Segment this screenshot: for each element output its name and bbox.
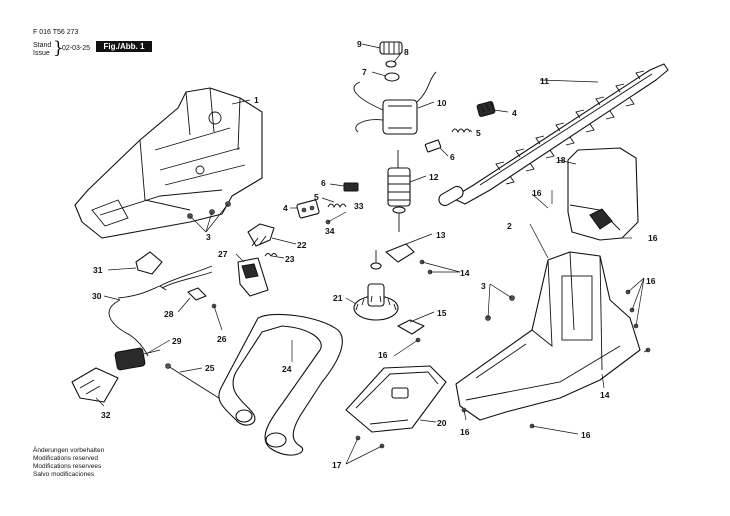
callout-1: 1 bbox=[254, 95, 259, 105]
switch-part bbox=[237, 257, 269, 297]
spring-23 bbox=[264, 253, 278, 257]
callout-24: 24 bbox=[282, 364, 292, 374]
callout-8: 8 bbox=[404, 47, 409, 57]
clip-part bbox=[397, 319, 425, 335]
callout-31: 31 bbox=[93, 265, 103, 275]
callout-10: 10 bbox=[437, 98, 447, 108]
connector-part bbox=[114, 347, 161, 371]
callout-7: 7 bbox=[362, 67, 367, 77]
callout-16-right: 16 bbox=[646, 276, 656, 286]
screw-25 bbox=[167, 365, 223, 401]
note-de: Änderungen vorbehalten bbox=[33, 447, 105, 454]
callout-5-lower: 5 bbox=[314, 192, 319, 202]
figure-label: Fig./Abb. 1 bbox=[96, 41, 152, 52]
callout-9: 9 bbox=[357, 39, 362, 49]
callout-26: 26 bbox=[217, 334, 227, 344]
callout-16-center: 16 bbox=[378, 350, 388, 360]
callout-34: 34 bbox=[325, 226, 335, 236]
callout-14-right: 14 bbox=[600, 390, 610, 400]
callout-29: 29 bbox=[172, 336, 182, 346]
callout-16-cover: 16 bbox=[532, 188, 542, 198]
spacer-part bbox=[384, 72, 400, 82]
callout-3-left: 3 bbox=[206, 232, 211, 242]
callout-32: 32 bbox=[101, 410, 111, 420]
blade-part bbox=[438, 63, 669, 207]
note-es: Salvo modificaciones bbox=[33, 471, 95, 478]
handle-part bbox=[218, 313, 343, 456]
spring-upper bbox=[451, 128, 471, 134]
gear-wheel-part bbox=[353, 283, 399, 321]
callout-20: 20 bbox=[437, 418, 447, 428]
capacitor-part bbox=[135, 251, 163, 275]
callout-4-upper: 4 bbox=[512, 108, 517, 118]
housing-left-part bbox=[74, 87, 263, 239]
lower-cover-part bbox=[345, 365, 447, 433]
note-en: Modifications reserved bbox=[33, 455, 99, 462]
cable-clamp-part bbox=[187, 287, 217, 309]
plug-part bbox=[71, 367, 119, 403]
callout-23: 23 bbox=[285, 254, 295, 264]
note-fr: Modifications reservees bbox=[33, 463, 102, 470]
callout-14-center: 14 bbox=[460, 268, 470, 278]
leader-lines bbox=[95, 43, 649, 465]
cable-part bbox=[108, 265, 213, 357]
callout-21: 21 bbox=[333, 293, 343, 303]
callout-labels: 1 2 3 3 4 4 5 5 6 6 7 8 9 10 11 12 13 14… bbox=[92, 39, 658, 470]
callout-13: 13 bbox=[436, 230, 446, 240]
callout-33: 33 bbox=[354, 201, 364, 211]
housing-right-part bbox=[455, 251, 641, 421]
callout-16-bottom-left: 16 bbox=[460, 427, 470, 437]
field-coil-part bbox=[353, 71, 437, 135]
callout-6-upper: 6 bbox=[450, 152, 455, 162]
callout-4-lower: 4 bbox=[283, 203, 288, 213]
cover-plate-part bbox=[567, 147, 639, 241]
callout-6-lower: 6 bbox=[321, 178, 326, 188]
brace: } bbox=[53, 38, 64, 58]
armature-part bbox=[387, 150, 411, 232]
callout-12: 12 bbox=[429, 172, 439, 182]
callout-2: 2 bbox=[507, 221, 512, 231]
callout-28: 28 bbox=[164, 309, 174, 319]
callout-25: 25 bbox=[205, 363, 215, 373]
brush-upper bbox=[424, 139, 442, 153]
callout-27: 27 bbox=[218, 249, 228, 259]
switch-block-upper bbox=[476, 101, 496, 117]
callout-3-right: 3 bbox=[481, 281, 486, 291]
screw-25-head bbox=[165, 363, 171, 369]
callout-30: 30 bbox=[92, 291, 102, 301]
callout-22: 22 bbox=[297, 240, 307, 250]
washer-part bbox=[385, 60, 397, 68]
issue-date: 02-03-25 bbox=[62, 45, 91, 52]
trigger-part bbox=[247, 223, 275, 247]
eccentric-part bbox=[370, 243, 415, 270]
callout-17: 17 bbox=[332, 460, 342, 470]
gear-part bbox=[379, 41, 403, 55]
spring-lower bbox=[327, 203, 347, 209]
callout-11: 11 bbox=[540, 76, 549, 86]
part-code: F 016 T56 273 bbox=[33, 29, 79, 36]
callout-16-cover-right: 16 bbox=[648, 233, 658, 243]
callout-18: 18 bbox=[556, 155, 566, 165]
callout-15: 15 bbox=[437, 308, 447, 318]
switch-block-lower bbox=[296, 199, 320, 219]
callout-16-bottom-right: 16 bbox=[581, 430, 591, 440]
brush-lower bbox=[343, 182, 359, 192]
issue-label: Issue bbox=[33, 50, 50, 57]
modification-notes: Änderungen vorbehalten Modifications res… bbox=[33, 447, 104, 479]
stand-label: Stand bbox=[33, 42, 52, 49]
callout-5-upper: 5 bbox=[476, 128, 481, 138]
